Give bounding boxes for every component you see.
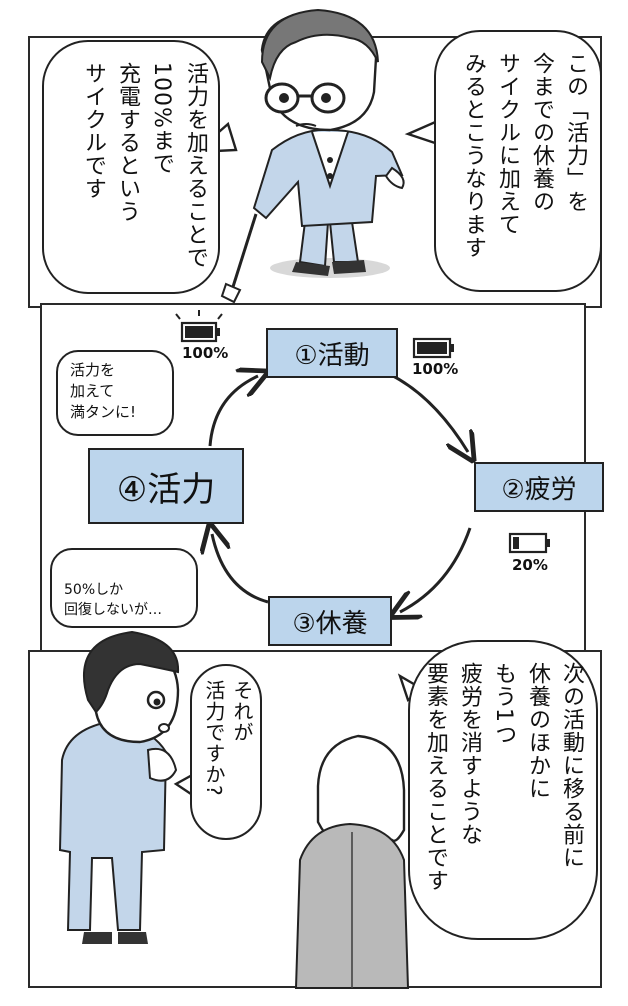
battery-icon: [412, 337, 454, 359]
presenter-figure: [220, 8, 405, 304]
battery-label: 100%: [412, 360, 459, 378]
arrow-vitality-to-activity: [208, 376, 258, 447]
battery-label: 20%: [512, 556, 548, 574]
speech-text-left: 活力を加えることで 100%まで 充電するという サイクルです: [81, 62, 208, 269]
speech-text-woman: 次の活動に移る前に 休養のほかに もう1つ 疲労を消すような 要素を加えることで…: [423, 662, 584, 892]
battery-icon: [175, 310, 223, 343]
cycle-step-rest: ③休養: [268, 596, 392, 646]
arrow-rest-to-vitality: [212, 534, 269, 604]
arrow-fatigue-to-rest: [400, 527, 472, 612]
speech-bubble-right: [434, 30, 602, 292]
battery-label: 100%: [182, 344, 229, 362]
speech-bubble-woman: [408, 640, 598, 940]
boy-figure: [58, 630, 180, 944]
speech-bubble-boy: [190, 664, 262, 840]
woman-figure: [294, 734, 410, 989]
cycle-step-fatigue: ②疲労: [474, 462, 604, 512]
cycle-step-vitality: ④活力: [88, 448, 244, 524]
battery-icon: [508, 532, 550, 554]
note-half-recovery: 50%しか 回復しないが…: [50, 548, 198, 628]
note-recharge: 活力を 加えて 満タンに!: [56, 350, 174, 436]
speech-text-right: この「活力」を 今までの休養の サイクルに加えて みるとこうなります: [461, 52, 588, 259]
cycle-step-activity: ①活動: [266, 328, 398, 378]
speech-bubble-left: [42, 40, 220, 294]
arrow-activity-to-fatigue: [379, 368, 468, 452]
speech-text-boy: それが 活力ですか?: [202, 680, 254, 797]
